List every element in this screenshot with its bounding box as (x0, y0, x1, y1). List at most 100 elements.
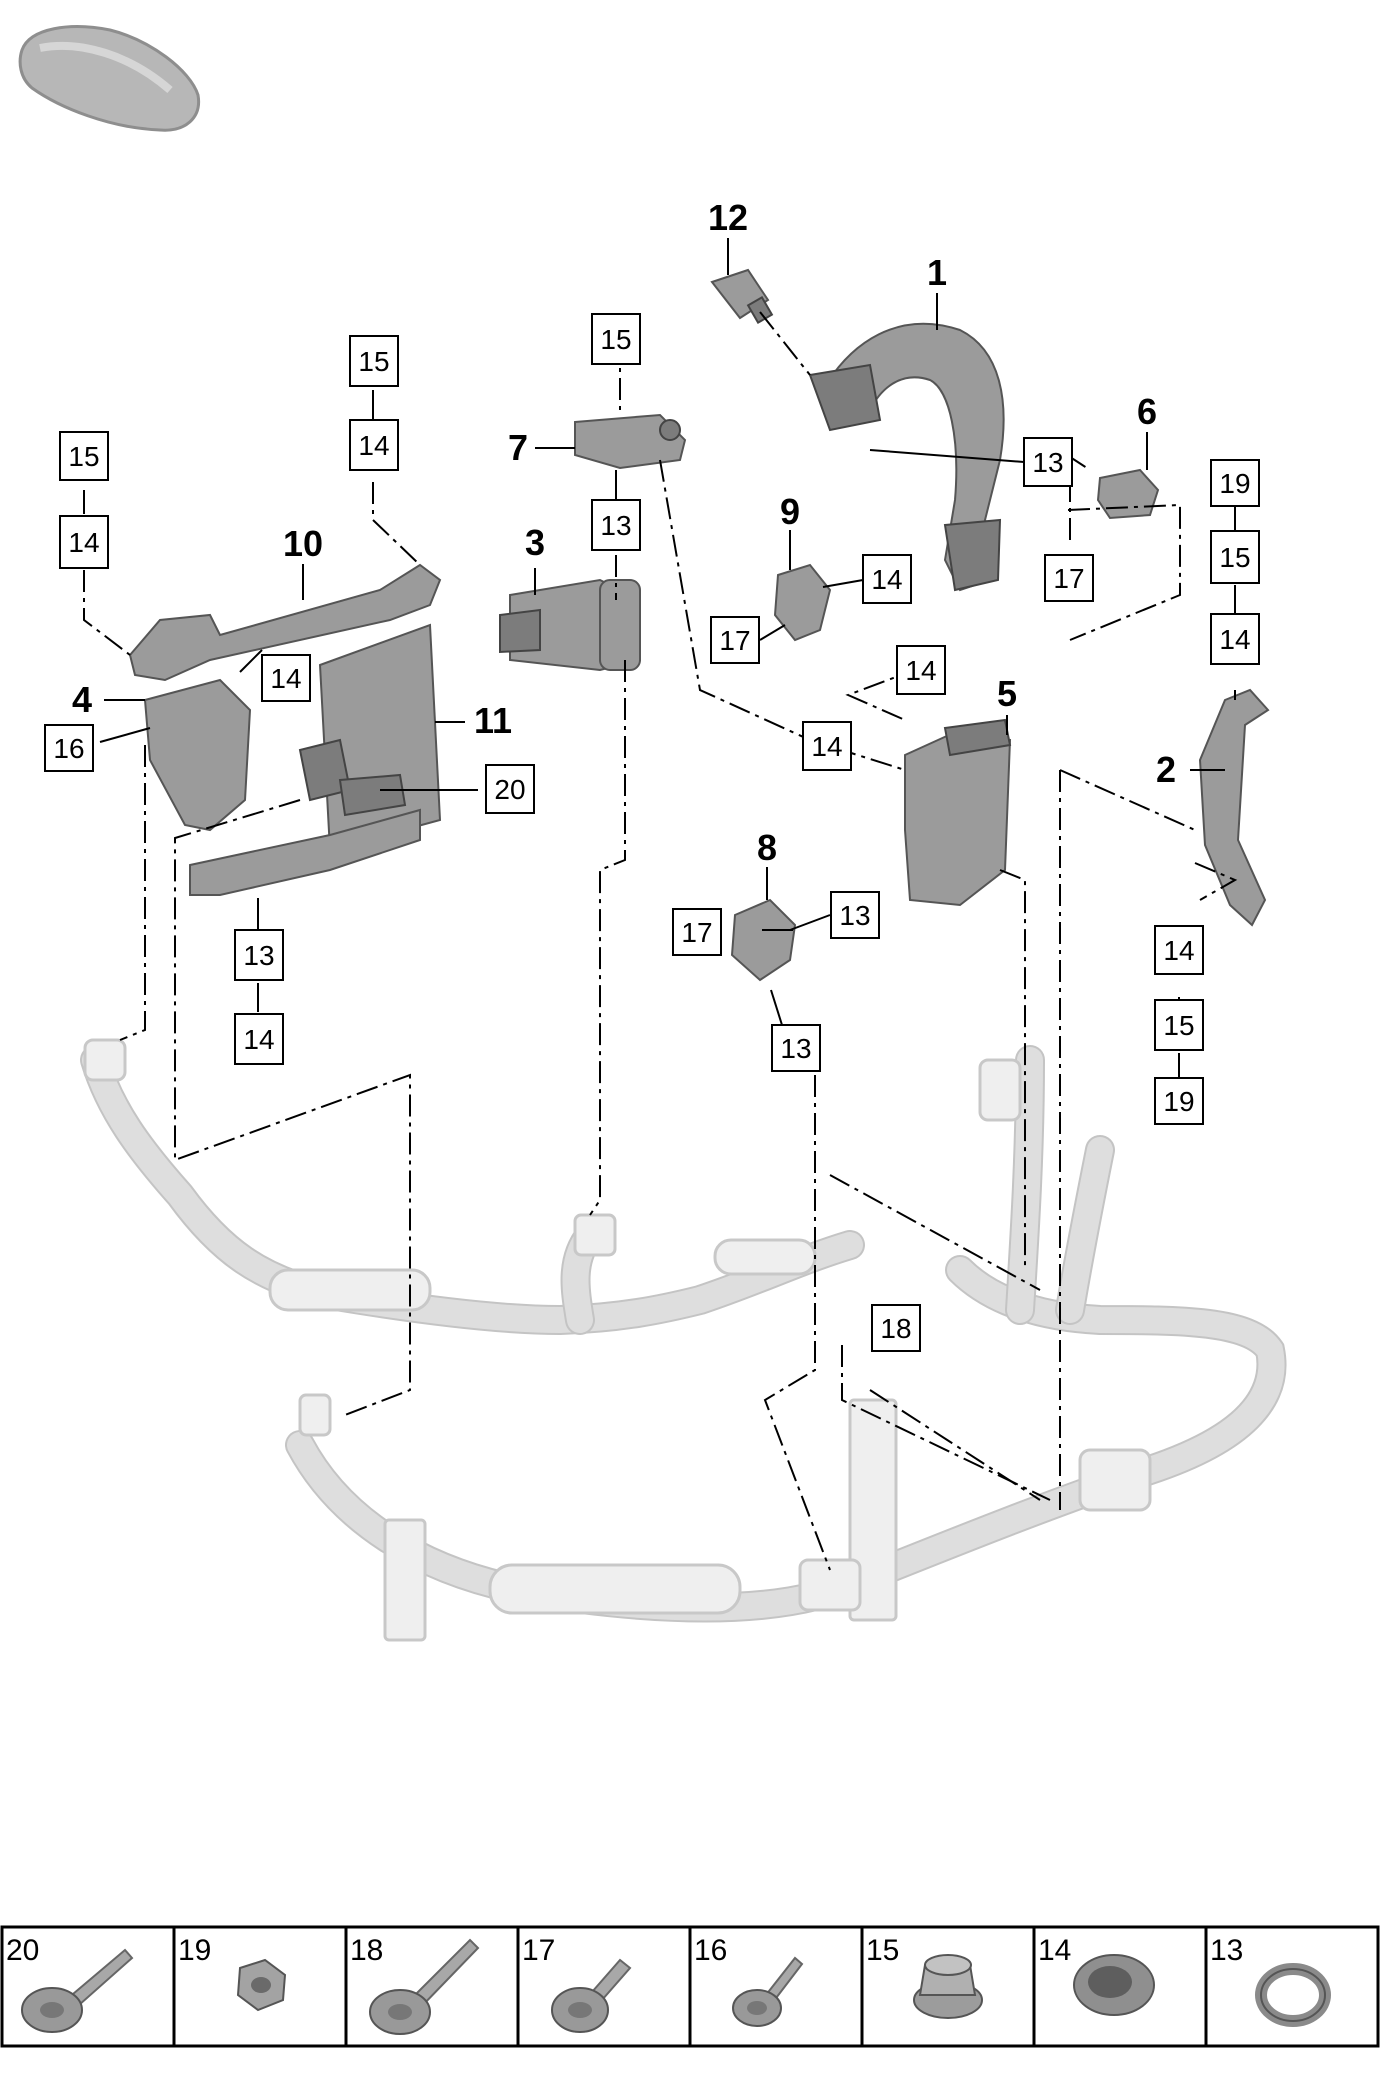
legend-number: 20 (6, 1934, 39, 1967)
callout-numbers: 1 2 3 4 5 6 7 8 9 10 11 12 (72, 197, 1176, 868)
callout-4: 4 (72, 679, 92, 720)
svg-text:13: 13 (1032, 447, 1063, 478)
ref-box: 15 (1154, 999, 1204, 1051)
ref-box: 17 (710, 616, 760, 664)
ref-box: 17 (1044, 554, 1094, 602)
part-9-sensor (773, 563, 832, 642)
ref-box: 14 (59, 515, 109, 569)
svg-text:17: 17 (1053, 563, 1084, 594)
part-12-sensor (710, 268, 774, 325)
part-8-sensor (730, 898, 797, 982)
callout-3: 3 (525, 522, 545, 563)
svg-text:14: 14 (1219, 624, 1250, 655)
svg-text:18: 18 (880, 1313, 911, 1344)
svg-text:14: 14 (358, 430, 389, 461)
o-ring-icon (1255, 1963, 1331, 2027)
svg-text:15: 15 (68, 441, 99, 472)
callout-9: 9 (780, 491, 800, 532)
boxed-references: 15 14 15 14 15 13 13 19 15 14 17 14 17 1… (44, 313, 1260, 1352)
svg-text:14: 14 (811, 731, 842, 762)
callout-2: 2 (1156, 749, 1176, 790)
ref-box: 19 (1210, 459, 1260, 507)
part-11-radiator (189, 623, 442, 896)
ref-box: 14 (802, 721, 852, 771)
ref-box: 19 (1154, 1077, 1204, 1125)
long-bolt-icon (369, 1938, 480, 2035)
callout-7: 7 (508, 427, 528, 468)
svg-text:15: 15 (1219, 542, 1250, 573)
hardware-legend: 20 19 18 17 16 15 14 13 (0, 1925, 1380, 2048)
wiring-harness-ghost (80, 1038, 1287, 1642)
hex-nut-icon (236, 1958, 287, 2012)
ref-box: 15 (59, 431, 109, 481)
callout-6: 6 (1137, 391, 1157, 432)
ref-box: 14 (862, 554, 912, 604)
part-3-valve (499, 578, 641, 672)
ref-box: 13 (234, 929, 284, 981)
assembly-lines (83, 311, 1238, 1571)
part-6-connector (1096, 468, 1160, 520)
ref-box: 14 (896, 645, 946, 695)
grommet-icon (1073, 1954, 1155, 2016)
svg-text:14: 14 (905, 655, 936, 686)
ref-box: 18 (871, 1304, 921, 1352)
svg-text:14: 14 (68, 527, 99, 558)
svg-text:20: 20 (494, 774, 525, 805)
ref-box: 13 (591, 499, 641, 551)
ref-box: 14 (1210, 613, 1260, 665)
screw-icon (732, 1956, 804, 2027)
svg-text:15: 15 (358, 346, 389, 377)
svg-text:19: 19 (1219, 468, 1250, 499)
svg-text:15: 15 (1163, 1010, 1194, 1041)
ref-box: 16 (44, 724, 94, 772)
callout-12: 12 (708, 197, 748, 238)
ref-box: 15 (591, 313, 641, 365)
part-7-bracket (574, 413, 687, 470)
svg-text:13: 13 (839, 900, 870, 931)
callout-5: 5 (997, 673, 1017, 714)
ref-box: 20 (485, 764, 535, 814)
svg-text:14: 14 (243, 1024, 274, 1055)
legend-number: 19 (178, 1934, 211, 1967)
svg-text:14: 14 (871, 564, 902, 595)
part-1-hose (808, 322, 1005, 592)
svg-text:13: 13 (780, 1033, 811, 1064)
ref-box: 14 (234, 1013, 284, 1065)
svg-text:19: 19 (1163, 1086, 1194, 1117)
long-bolt-flanged-icon (21, 1948, 134, 2033)
ref-box: 15 (349, 335, 399, 387)
ref-box: 13 (1023, 437, 1073, 487)
ref-box: 17 (672, 908, 722, 956)
callout-1: 1 (927, 252, 947, 293)
ref-box: 15 (1210, 530, 1260, 584)
leader-lines (83, 238, 1236, 1078)
svg-text:13: 13 (600, 510, 631, 541)
legend-number: 16 (694, 1934, 727, 1967)
ref-box: 14 (1154, 925, 1204, 975)
part-5-control-unit (904, 718, 1012, 907)
callout-8: 8 (757, 827, 777, 868)
part-2-bracket (1198, 688, 1270, 927)
legend-number: 14 (1038, 1934, 1071, 1967)
svg-text:17: 17 (719, 625, 750, 656)
ref-box: 13 (771, 1024, 821, 1072)
svg-text:17: 17 (681, 917, 712, 948)
callout-10: 10 (283, 523, 323, 564)
svg-text:14: 14 (270, 663, 301, 694)
ref-box: 14 (261, 654, 311, 702)
bushing-icon (913, 1954, 983, 2019)
legend-number: 15 (866, 1934, 899, 1967)
short-bolt-icon (551, 1958, 632, 2033)
svg-text:16: 16 (53, 733, 84, 764)
ref-box: 14 (349, 419, 399, 471)
svg-text:15: 15 (600, 324, 631, 355)
ref-box: 13 (830, 891, 880, 939)
svg-text:14: 14 (1163, 935, 1194, 966)
part-4-module (143, 678, 252, 832)
callout-11: 11 (474, 700, 512, 741)
legend-number: 17 (522, 1934, 555, 1967)
legend-number: 18 (350, 1934, 383, 1967)
vehicle-thumbnail-icon (18, 25, 201, 132)
svg-text:13: 13 (243, 940, 274, 971)
